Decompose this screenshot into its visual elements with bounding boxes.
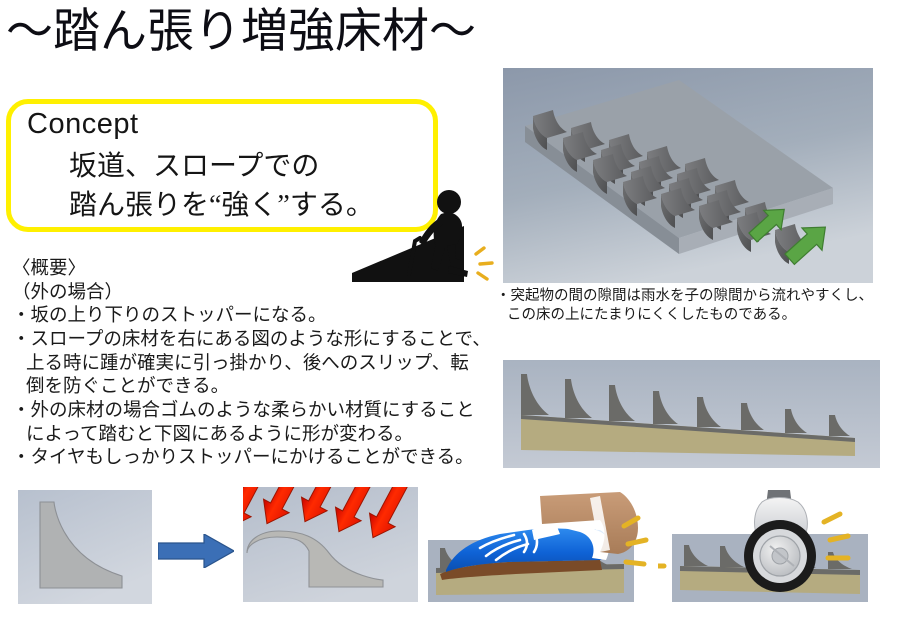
concept-text-line-2: 踏ん張りを“強く”する。 (69, 190, 374, 221)
concept-text-line-1: 坂道、スロープでの (69, 151, 320, 182)
summary-bullet-3-line-1: ・外の床材の場合ゴムのような柔らかい材質にすること (12, 401, 475, 422)
shoe-on-fin-floor-panel (424, 490, 654, 617)
concept-callout-box: Concept 坂道、スロープでの 踏ん張りを“強く”する。 (6, 99, 438, 232)
summary-subheading: （外の場合） (12, 282, 124, 303)
caster-wheel-on-fin-floor-panel (658, 490, 892, 620)
page-title: 〜踏ん張り増強床材〜 (6, 6, 476, 58)
summary-bullet-1-line-1: ・坂の上り下りのストッパーになる。 (12, 306, 327, 327)
summary-bullet-3-line-2: によって踏むと下図にあるように形が変わる。 (26, 424, 414, 445)
transition-arrow-icon (158, 534, 234, 568)
fin-cross-section-deformed-panel (243, 487, 418, 602)
summary-heading: 〈概要〉 (12, 259, 87, 279)
fin-cross-section-undeformed-panel (18, 490, 152, 604)
green-arrow-icon (748, 208, 827, 266)
summary-text-block: 〈概要〉 （外の場合） ・坂の上り下りのストッパーになる。 ・スロープの床材を右… (12, 258, 494, 471)
3d-floor-material-render (503, 68, 873, 283)
caption-3d-render: ・突起物の間の隙間は雨水を子の隙間から流れやすくし、 この床の上にたまりにくくし… (496, 287, 891, 326)
caption-3d-line-2: この床の上にたまりにくくしたものである。 (507, 307, 797, 324)
caption-3d-line-1: ・突起物の間の隙間は雨水を子の隙間から流れやすくし、 (496, 288, 873, 304)
red-arrow-icon (243, 487, 414, 539)
concept-label: Concept (27, 108, 139, 140)
summary-bullet-2-line-3: 倒を防ぐことができる。 (26, 377, 230, 398)
summary-bullet-4-line-1: ・タイヤもしっかりストッパーにかけることができる。 (12, 448, 474, 469)
elderly-person-on-slope-illustration (352, 178, 502, 282)
summary-bullet-2-line-2: 上る時に踵が確実に引っ掛かり、後へのスリップ、転 (26, 353, 469, 374)
fin-floor-side-profile-render (503, 360, 880, 468)
summary-bullet-2-line-1: ・スロープの床材を右にある図のような形にすることで、 (12, 330, 491, 351)
